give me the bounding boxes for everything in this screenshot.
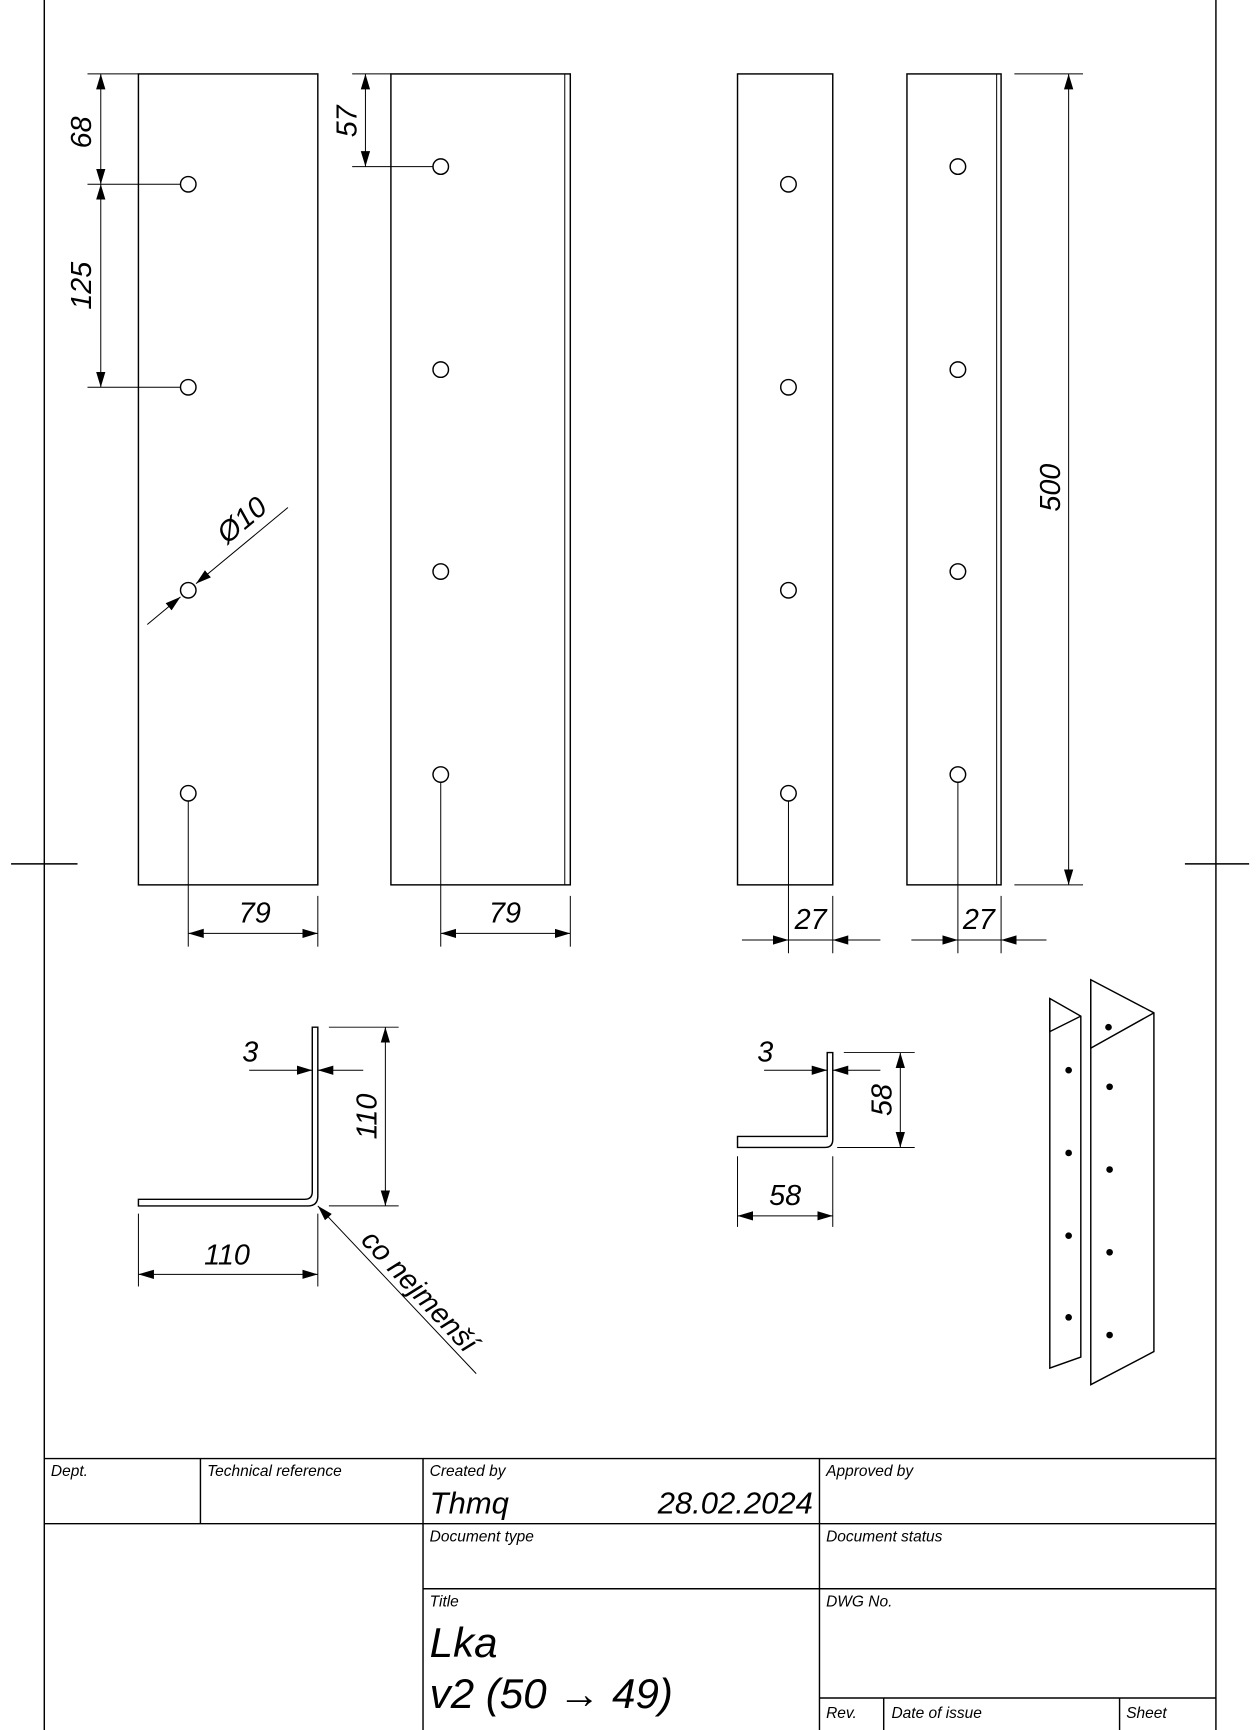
bend-radius-note: co nejmenší xyxy=(355,1224,486,1361)
dim-3-b: 3 xyxy=(757,1036,773,1068)
title-line-2: v2 (50 → 49) xyxy=(430,1670,673,1717)
created-date: 28.02.2024 xyxy=(657,1486,813,1521)
dim-27-b: 27 xyxy=(962,904,996,936)
approved-by-label: Approved by xyxy=(825,1463,914,1480)
drawing-frame xyxy=(11,0,1250,1730)
dim-58-w: 58 xyxy=(769,1180,801,1212)
dim-125: 125 xyxy=(66,261,98,310)
dim-27-a: 27 xyxy=(794,904,828,936)
rev-label: Rev. xyxy=(826,1705,857,1722)
angle-section-110: 3 110 110 co nejmenší xyxy=(137,1026,486,1374)
title-line-1: Lka xyxy=(430,1619,498,1666)
plate-view-1: 68 125 Ø10 79 xyxy=(66,73,319,947)
dim-58-h: 58 xyxy=(866,1084,898,1116)
document-status-label: Document status xyxy=(826,1528,943,1545)
plate-view-4: 27 500 xyxy=(906,73,1084,954)
angle-section-58: 3 58 58 xyxy=(736,1036,915,1227)
dept-label: Dept. xyxy=(51,1463,88,1480)
sheet-label: Sheet xyxy=(1126,1705,1167,1722)
dim-79-b: 79 xyxy=(489,897,521,929)
tech-ref-label: Technical reference xyxy=(207,1463,342,1480)
dwg-no-label: DWG No. xyxy=(826,1593,892,1610)
dim-79-a: 79 xyxy=(239,897,271,929)
dim-110-w: 110 xyxy=(204,1239,250,1271)
created-by-value: Thmq xyxy=(430,1486,509,1521)
dim-57: 57 xyxy=(332,104,364,137)
date-of-issue-label: Date of issue xyxy=(891,1705,982,1722)
created-by-label: Created by xyxy=(430,1463,507,1480)
document-type-label: Document type xyxy=(430,1528,535,1545)
isometric-view xyxy=(1049,978,1155,1386)
dim-110-h: 110 xyxy=(351,1094,383,1140)
title-block: Dept. Technical reference Created by Thm… xyxy=(44,1457,1216,1730)
plate-view-3: 27 xyxy=(736,73,881,954)
plate-view-2: 57 79 xyxy=(332,73,572,947)
dim-3-a: 3 xyxy=(242,1036,258,1068)
dim-68: 68 xyxy=(66,116,98,148)
dim-diameter: Ø10 xyxy=(210,491,273,551)
title-label: Title xyxy=(430,1593,460,1610)
dim-500: 500 xyxy=(1035,464,1067,512)
